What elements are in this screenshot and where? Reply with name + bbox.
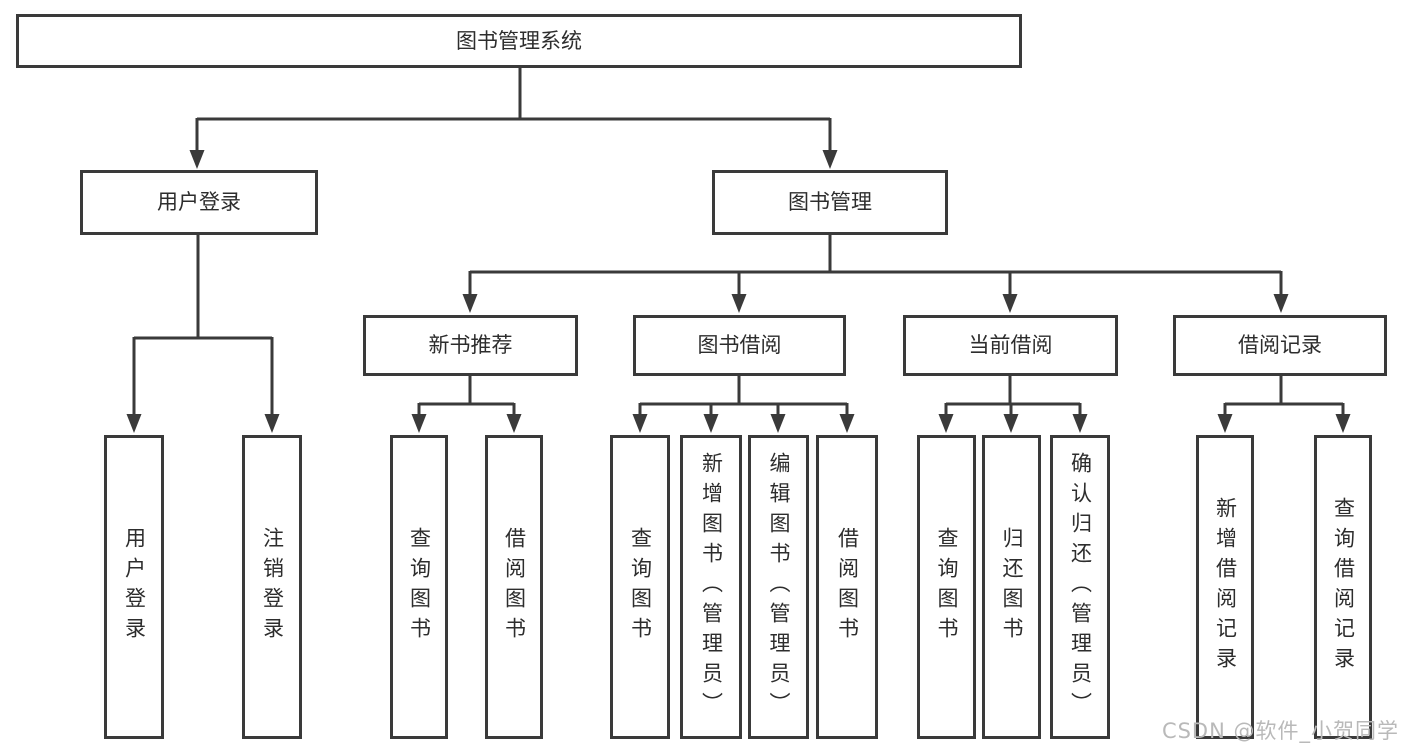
node-label: 借阅图书 [835,527,860,647]
node-label: 用户登录 [157,190,241,214]
node-label: 查询图书 [628,527,653,647]
node-return-books: 归还图书 [982,435,1041,739]
node-label: 借阅记录 [1238,333,1322,357]
node-add-borrow-record: 新增借阅记录 [1196,435,1254,739]
node-borrow-books: 借阅图书 [816,435,878,739]
node-library-management-system: 图书管理系统 [16,14,1022,68]
node-borrow-books-recommend: 借阅图书 [485,435,543,739]
csdn-watermark: CSDN @软件_小贺同学 [1161,719,1399,743]
node-label: 图书管理系统 [456,28,582,53]
node-query-books-current: 查询图书 [917,435,976,739]
node-label: 新增借阅记录 [1213,497,1238,677]
node-logout: 注销登录 [242,435,302,739]
node-query-books-recommend: 查询图书 [390,435,448,739]
node-query-books-borrow: 查询图书 [610,435,670,739]
node-new-book-recommendation: 新书推荐 [363,315,578,376]
node-book-management: 图书管理 [712,170,948,235]
node-user-login-leaf: 用户登录 [104,435,164,739]
node-label: 注销登录 [260,527,285,647]
node-label: 查询图书 [935,527,959,647]
node-label: 借阅图书 [502,527,527,647]
node-user-login: 用户登录 [80,170,318,235]
node-label: 归还图书 [1000,527,1024,647]
node-label: 图书借阅 [697,333,782,357]
node-label: 确认归还（管理员） [1068,452,1093,722]
node-edit-books-admin: 编辑图书（管理员） [748,435,809,739]
node-current-borrowing: 当前借阅 [903,315,1118,376]
node-label: 新增图书（管理员） [699,452,724,722]
node-label: 查询借阅记录 [1331,497,1356,677]
node-confirm-return-admin: 确认归还（管理员） [1050,435,1110,739]
node-borrowing-records: 借阅记录 [1173,315,1387,376]
node-label: 查询图书 [407,527,432,647]
node-label: 当前借阅 [968,333,1053,357]
node-label: 图书管理 [788,190,872,214]
node-book-borrowing: 图书借阅 [633,315,846,376]
node-label: 新书推荐 [428,333,513,357]
node-query-borrow-record: 查询借阅记录 [1314,435,1372,739]
node-add-books-admin: 新增图书（管理员） [680,435,742,739]
node-label: 编辑图书（管理员） [767,452,791,722]
node-label: 用户登录 [122,527,147,647]
